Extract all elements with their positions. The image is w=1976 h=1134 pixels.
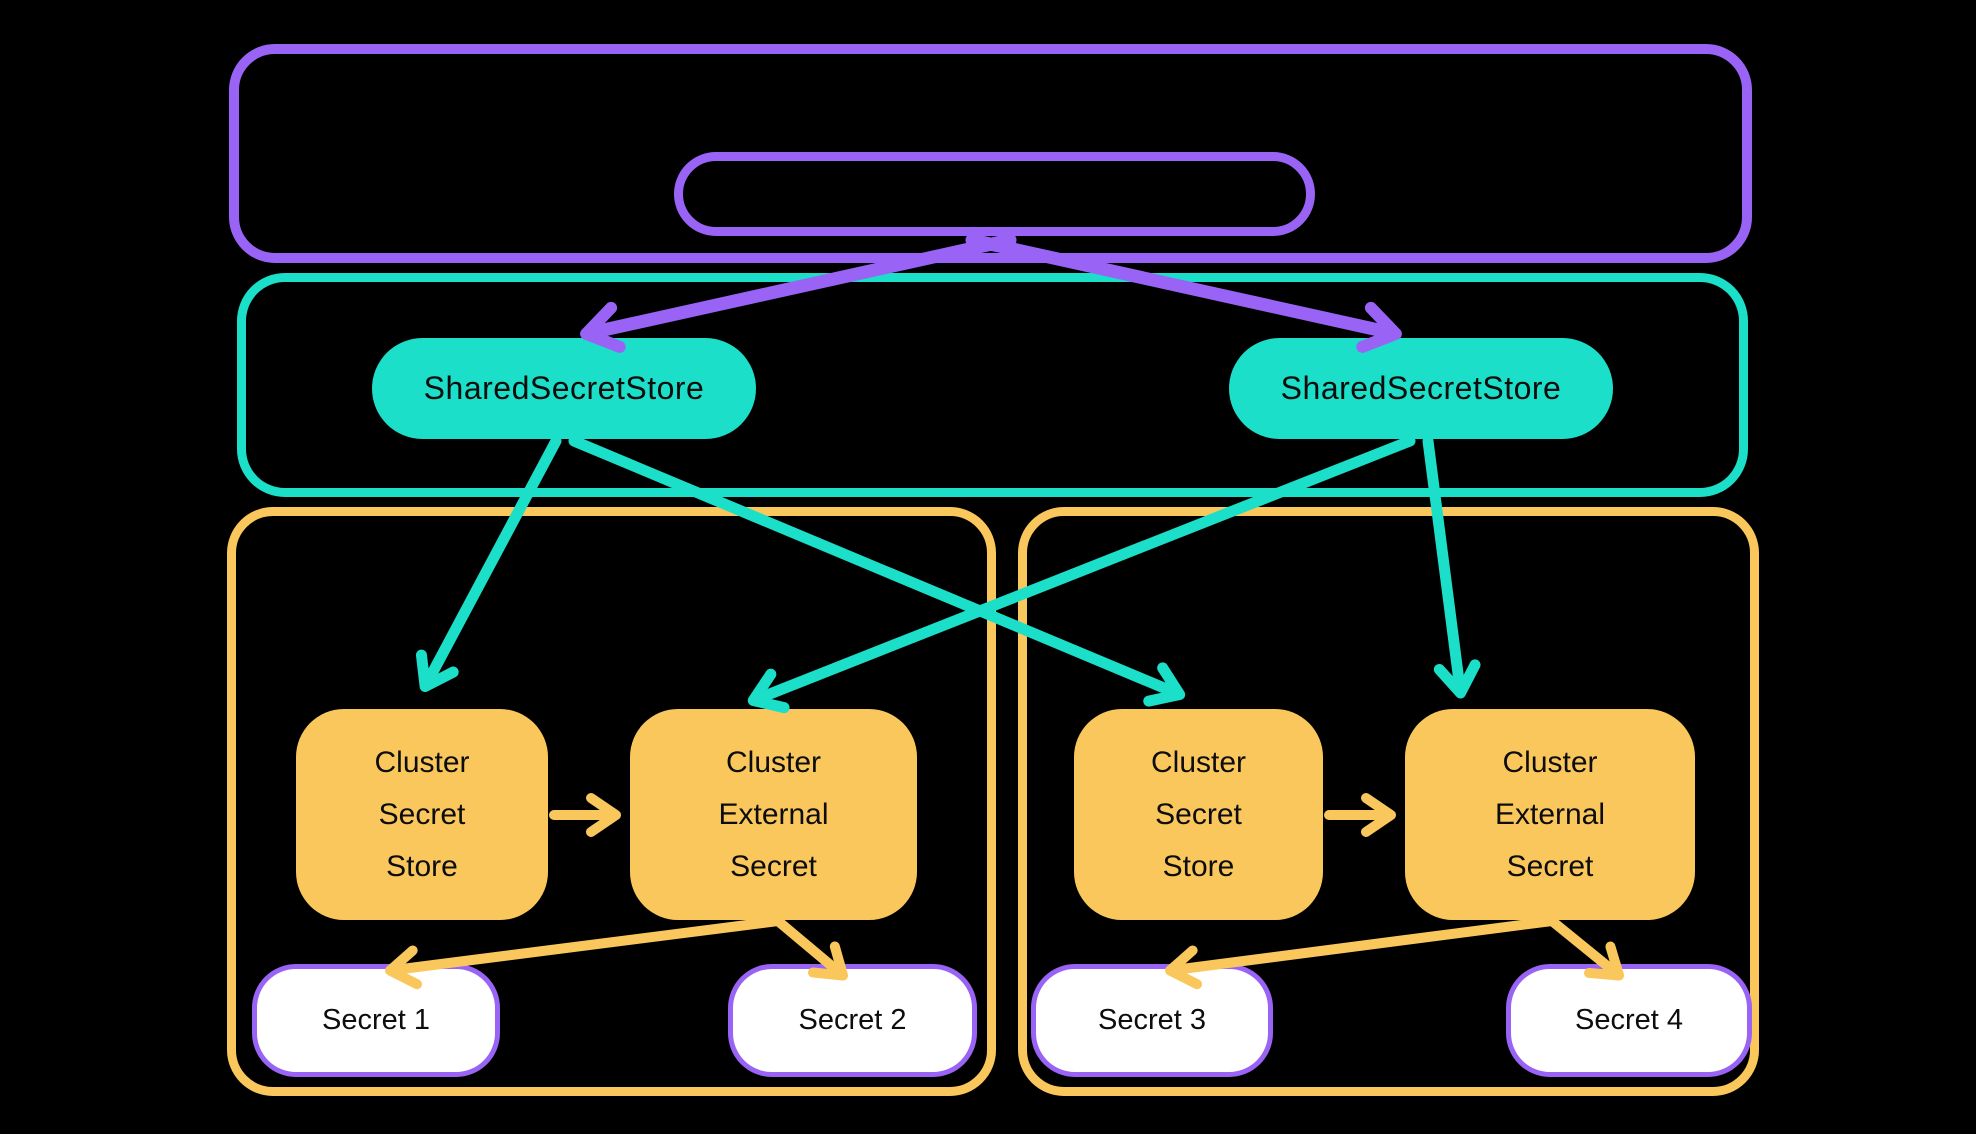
cluster-external-secret-right-line: Secret [1506,849,1594,883]
top-pill [674,152,1315,236]
cluster-secret-store-right-line: Cluster [1150,745,1247,779]
secret-3: Secret 3 [1031,964,1273,1077]
cluster-external-secret-left-line: Secret [730,849,817,883]
secret-2: Secret 2 [728,964,977,1077]
secret-2-label: Secret 2 [798,1004,907,1036]
secret-4: Secret 4 [1506,964,1752,1077]
shared-secret-store-right-label: SharedSecretStore [1280,370,1562,406]
secret-3-label: Secret 3 [1098,1004,1206,1036]
shared-secret-store-right: SharedSecretStore [1229,338,1613,439]
cluster-external-secret-left: Cluster External Secret [630,709,917,920]
cluster-external-secret-left-line: External [718,797,829,831]
cluster-external-secret-right-line: External [1494,797,1606,831]
secret-1: Secret 1 [252,964,500,1077]
cluster-secret-store-left-line: Secret [378,797,466,831]
cluster-secret-store-right-line: Secret [1155,797,1242,831]
secret-1-label: Secret 1 [322,1004,430,1036]
cluster-external-secret-right: Cluster External Secret [1405,709,1695,920]
shared-secret-store-left: SharedSecretStore [372,338,756,439]
cluster-external-secret-right-line: Cluster [1502,745,1598,779]
cluster-secret-store-left: Cluster Secret Store [296,709,548,920]
cluster-secret-store-right-line: Store [1162,849,1235,883]
shared-secret-store-left-label: SharedSecretStore [423,370,705,406]
cluster-secret-store-right: Cluster Secret Store [1074,709,1323,920]
cluster-secret-store-left-line: Cluster [374,745,470,779]
cluster-secret-store-left-line: Store [386,849,458,883]
cluster-external-secret-left-line: Cluster [725,745,822,779]
secret-4-label: Secret 4 [1575,1004,1683,1036]
